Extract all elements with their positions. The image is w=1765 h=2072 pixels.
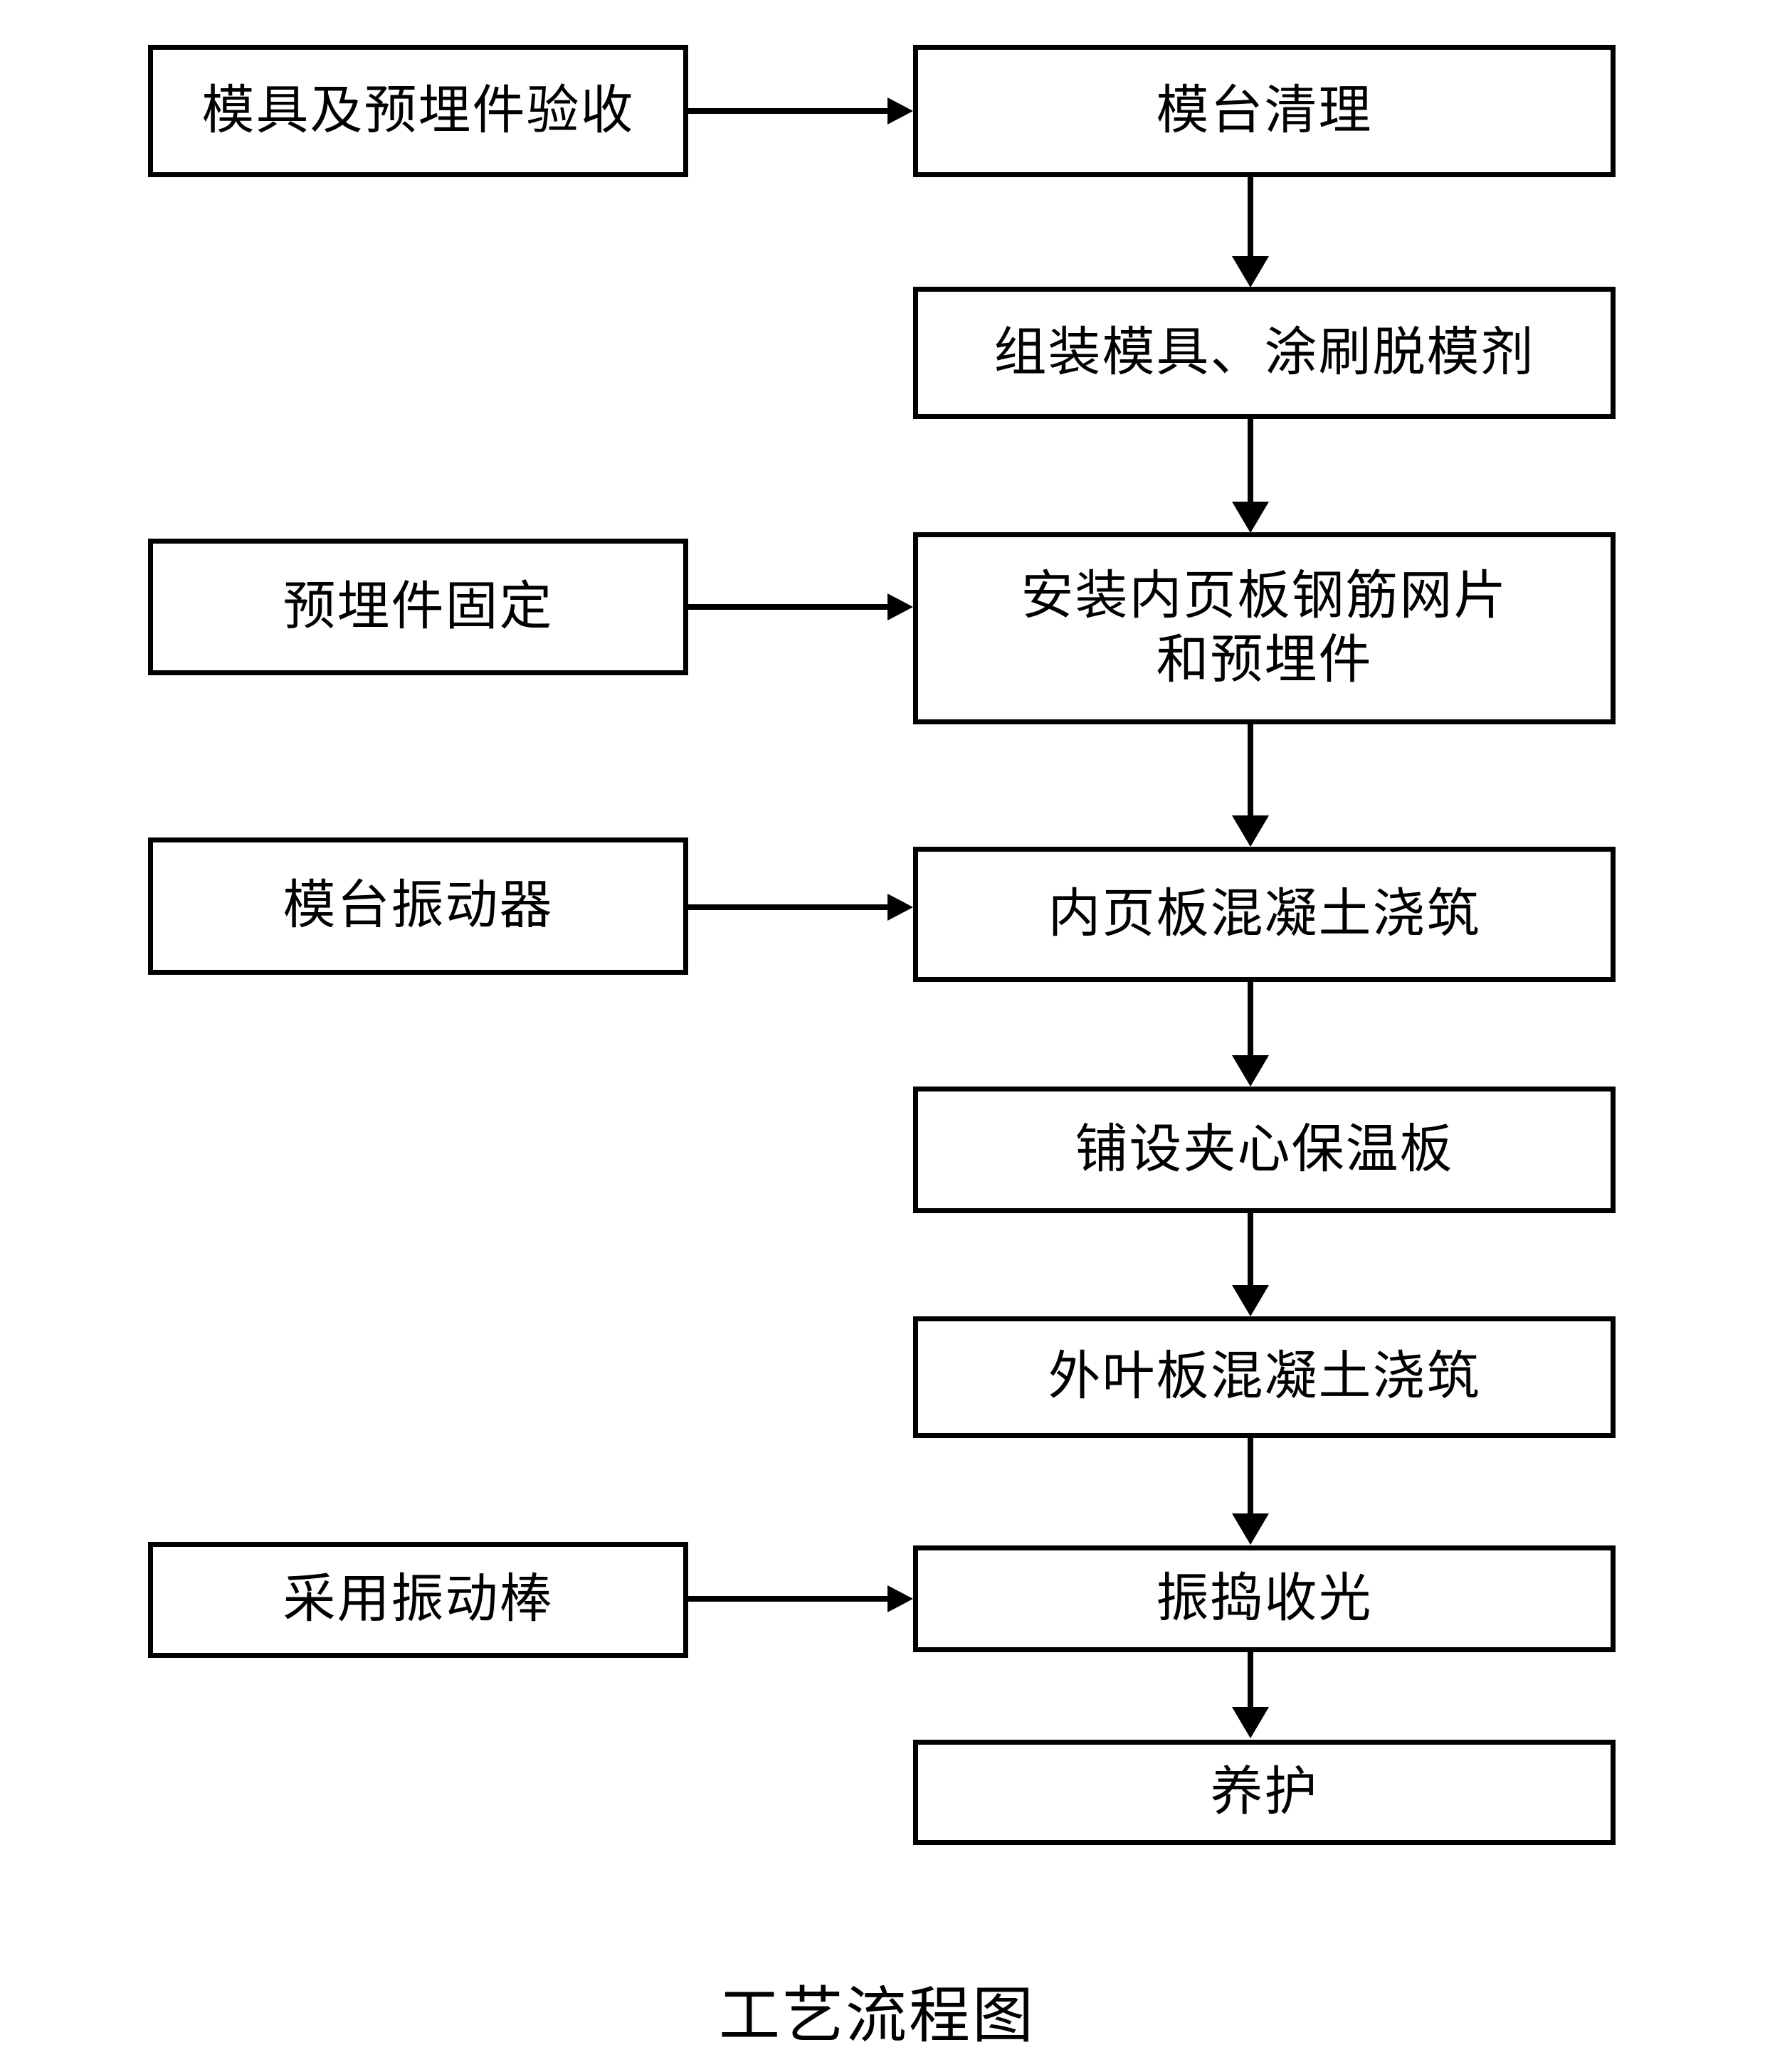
arrowhead-rod-to-finish bbox=[887, 1585, 913, 1612]
node-label: 振捣收光 bbox=[1156, 1569, 1373, 1628]
node-use-vibrating-rod[interactable]: 采用振动棒 bbox=[148, 1542, 688, 1658]
node-label: 铺设夹心保温板 bbox=[1075, 1120, 1454, 1179]
arrowhead-inner-pour-to-insulation bbox=[1232, 1055, 1269, 1087]
connector-outer-pour-to-finish bbox=[1248, 1438, 1253, 1515]
connector-insulation-to-outer-pour bbox=[1248, 1213, 1253, 1287]
node-label: 模台振动器 bbox=[283, 877, 554, 936]
arrowhead-install-to-inner-pour bbox=[1232, 815, 1269, 847]
node-vibrate-and-finish[interactable]: 振捣收光 bbox=[913, 1545, 1616, 1652]
node-install-inner-panel-mesh-embedded[interactable]: 安装内页板钢筋网片 和预埋件 bbox=[913, 532, 1616, 724]
node-assemble-mold-release-agent[interactable]: 组装模具、涂刷脱模剂 bbox=[913, 287, 1616, 419]
arrowhead-insulation-to-outer-pour bbox=[1232, 1285, 1269, 1316]
diagram-title: 工艺流程图 bbox=[719, 1982, 1036, 2050]
connector-inner-pour-to-insulation bbox=[1248, 982, 1253, 1057]
node-mold-table-vibrator[interactable]: 模台振动器 bbox=[148, 837, 688, 975]
node-outer-panel-concrete-pour[interactable]: 外叶板混凝土浇筑 bbox=[913, 1316, 1616, 1438]
connector-acceptance-to-cleaning bbox=[688, 108, 887, 114]
connector-fixing-to-install bbox=[688, 604, 887, 610]
node-lay-sandwich-insulation-board[interactable]: 铺设夹心保温板 bbox=[913, 1087, 1616, 1213]
node-label: 模具及预埋件验收 bbox=[201, 81, 635, 140]
node-label: 预埋件固定 bbox=[283, 577, 554, 636]
node-label: 养护 bbox=[1210, 1762, 1319, 1822]
connector-rod-to-finish bbox=[688, 1596, 887, 1602]
arrowhead-acceptance-to-cleaning bbox=[887, 97, 913, 125]
node-mold-embedded-acceptance[interactable]: 模具及预埋件验收 bbox=[148, 45, 688, 177]
node-label: 安装内页板钢筋网片 和预埋件 bbox=[1021, 566, 1508, 689]
connector-cleaning-to-assemble bbox=[1248, 177, 1253, 259]
node-label: 模台清理 bbox=[1156, 81, 1373, 140]
arrowhead-vibrator-to-pour bbox=[887, 894, 913, 921]
arrowhead-finish-to-curing bbox=[1232, 1707, 1269, 1738]
arrowhead-assemble-to-install bbox=[1232, 502, 1269, 533]
node-label: 内页板混凝土浇筑 bbox=[1048, 884, 1481, 944]
node-label: 采用振动棒 bbox=[283, 1570, 554, 1629]
node-curing[interactable]: 养护 bbox=[913, 1740, 1616, 1845]
node-embedded-part-fixing[interactable]: 预埋件固定 bbox=[148, 539, 688, 675]
arrowhead-cleaning-to-assemble bbox=[1232, 256, 1269, 287]
node-inner-panel-concrete-pour[interactable]: 内页板混凝土浇筑 bbox=[913, 847, 1616, 982]
node-mold-table-cleaning[interactable]: 模台清理 bbox=[913, 45, 1616, 177]
connector-vibrator-to-pour bbox=[688, 904, 887, 910]
connector-install-to-inner-pour bbox=[1248, 724, 1253, 817]
connector-finish-to-curing bbox=[1248, 1652, 1253, 1709]
arrowhead-outer-pour-to-finish bbox=[1232, 1513, 1269, 1545]
node-label: 组装模具、涂刷脱模剂 bbox=[994, 323, 1535, 382]
connector-assemble-to-install bbox=[1248, 419, 1253, 503]
node-label: 外叶板混凝土浇筑 bbox=[1048, 1348, 1481, 1407]
arrowhead-fixing-to-install bbox=[887, 593, 913, 620]
